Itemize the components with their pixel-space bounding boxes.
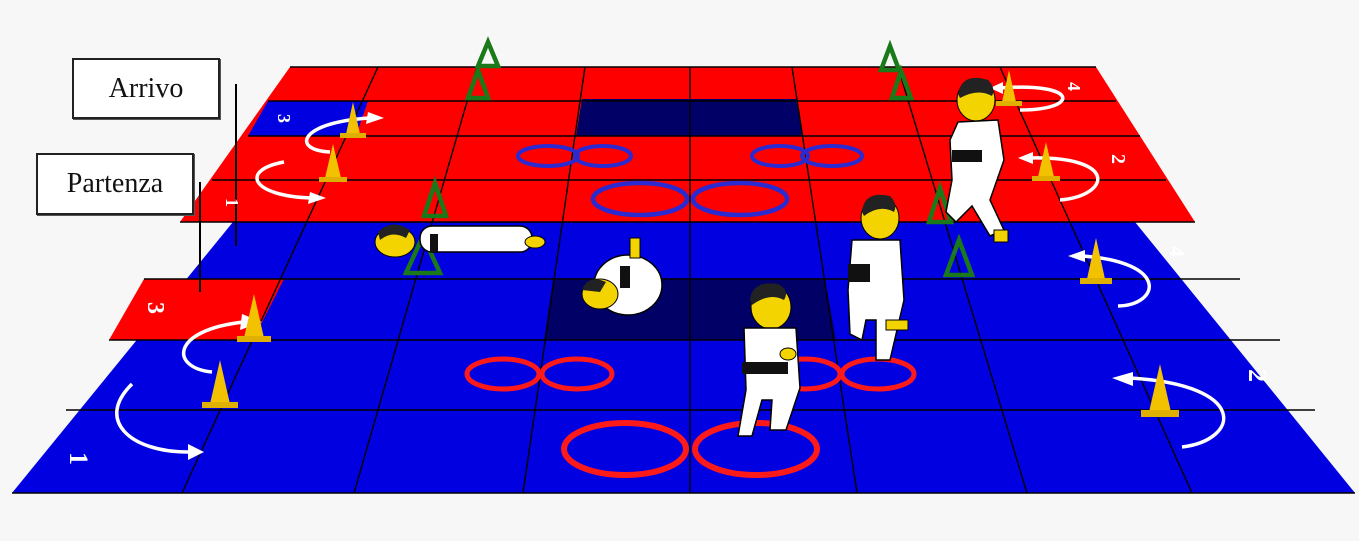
station-number-3-blue-left: 3	[274, 114, 294, 123]
station-number-3-red-left: 3	[142, 302, 168, 314]
station-number-2-red-right: 2	[1107, 154, 1129, 164]
station-number-4-red-right: 4	[1064, 82, 1084, 91]
arrival-label: Arrivo	[72, 58, 220, 119]
departure-label: Partenza	[36, 153, 194, 215]
green-triangle-marker-icon	[478, 42, 498, 66]
station-number-2-blue-right: 2	[1243, 369, 1272, 382]
station-number-1-blue-left: 1	[64, 452, 93, 465]
judoka-figure-icon	[375, 224, 545, 257]
station-number-4-blue-right: 4	[1165, 246, 1190, 257]
station-number-1-red-left: 1	[222, 198, 242, 207]
